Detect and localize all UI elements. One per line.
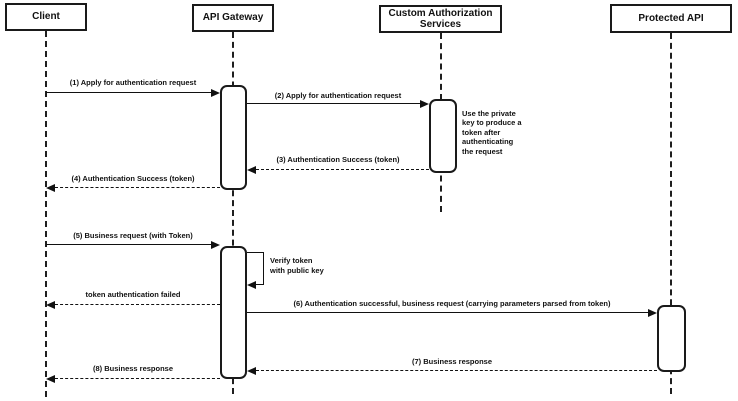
message-token-failed-label: token authentication failed: [85, 290, 181, 299]
message-8-label: (8) Business response: [92, 364, 174, 373]
actor-api-gateway: API Gateway: [192, 4, 274, 32]
message-5-label: (5) Business request (with Token): [73, 231, 193, 240]
actor-client: Client: [5, 3, 87, 31]
message-6-label: (6) Authentication successful, business …: [293, 299, 611, 308]
lifeline-client: [45, 31, 47, 397]
message-6-arrowhead-icon: [648, 309, 657, 317]
message-8-arrowhead-icon: [46, 375, 55, 383]
message-3-label: (3) Authentication Success (token): [276, 155, 400, 164]
self-message-vertical-line: [263, 252, 264, 285]
actor-protected-api-label: Protected API: [638, 12, 704, 24]
self-message-bottom-line: [256, 284, 264, 285]
actor-client-label: Client: [32, 11, 60, 23]
message-7-arrowhead-icon: [247, 367, 256, 375]
message-5-line: [46, 244, 212, 245]
message-token-failed-arrowhead-icon: [46, 301, 55, 309]
message-4-label: (4) Authentication Success (token): [71, 174, 195, 183]
message-6-line: [247, 312, 648, 313]
activation-api-gateway-auth: [220, 85, 247, 190]
activation-custom-authorization-services: [429, 99, 457, 173]
activation-api-gateway-business: [220, 246, 247, 379]
activation-protected-api: [657, 305, 686, 372]
message-4-arrowhead-icon: [46, 184, 55, 192]
self-message-arrowhead-icon: [247, 281, 256, 289]
message-3-arrowhead-icon: [247, 166, 256, 174]
lifeline-api-gateway: [232, 32, 234, 394]
message-7-line: [256, 370, 657, 371]
actor-custom-authorization-services-label: Custom Authorization Services: [388, 7, 493, 31]
actor-api-gateway-label: API Gateway: [202, 12, 264, 24]
lifeline-protected-api: [670, 33, 672, 394]
message-1-line: [46, 92, 212, 93]
note-private-key: Use the private key to produce a token a…: [462, 109, 522, 156]
actor-protected-api: Protected API: [610, 4, 732, 33]
message-5-arrowhead-icon: [211, 241, 220, 249]
message-4-line: [55, 187, 220, 188]
message-token-failed-line: [55, 304, 220, 305]
message-1-arrowhead-icon: [211, 89, 220, 97]
actor-custom-authorization-services: Custom Authorization Services: [379, 5, 502, 33]
self-message-top-line: [247, 252, 264, 253]
message-8-line: [55, 378, 220, 379]
message-2-line: [247, 103, 421, 104]
message-3-line: [256, 169, 429, 170]
message-1-label: (1) Apply for authentication request: [69, 78, 197, 87]
message-2-arrowhead-icon: [420, 100, 429, 108]
self-message-label: Verify token with public key: [270, 256, 324, 275]
message-7-label: (7) Business response: [411, 357, 493, 366]
message-2-label: (2) Apply for authentication request: [274, 91, 402, 100]
